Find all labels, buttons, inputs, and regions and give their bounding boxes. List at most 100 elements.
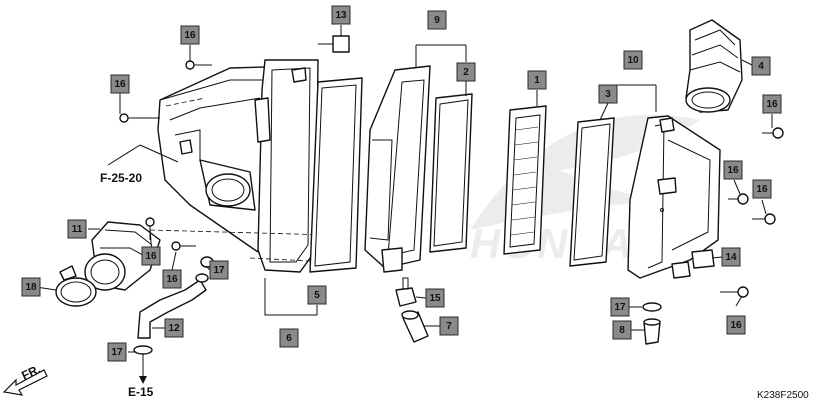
callout-box bbox=[427, 10, 447, 30]
callout-number: 2 bbox=[463, 67, 469, 78]
callout-box bbox=[209, 260, 229, 280]
gasket-5 bbox=[309, 77, 363, 273]
callout-box bbox=[762, 94, 782, 114]
callout-box bbox=[723, 160, 743, 180]
callout-14: 14 bbox=[721, 247, 741, 267]
screw bbox=[119, 113, 160, 123]
air-cleaner-cover bbox=[627, 115, 721, 279]
callout-16: 16 bbox=[162, 269, 182, 289]
screw bbox=[171, 241, 196, 251]
callout-box bbox=[425, 288, 445, 308]
callout-17: 17 bbox=[209, 260, 229, 280]
callout-box bbox=[180, 25, 200, 45]
callout-number: 16 bbox=[730, 320, 742, 331]
callout-box bbox=[751, 56, 771, 76]
callout-box bbox=[752, 179, 772, 199]
callout-9: 9 bbox=[427, 10, 447, 30]
callout-number: 9 bbox=[434, 15, 440, 26]
callout-1: 1 bbox=[527, 70, 547, 90]
callout-number: 8 bbox=[619, 325, 625, 336]
callout-16: 16 bbox=[110, 74, 130, 94]
callout-18: 18 bbox=[21, 277, 41, 297]
callout-box bbox=[164, 318, 184, 338]
callout-number: 3 bbox=[605, 89, 611, 100]
callout-box bbox=[307, 285, 327, 305]
callout-number: 5 bbox=[314, 290, 320, 301]
callout-6: 6 bbox=[279, 328, 299, 348]
callout-number: 15 bbox=[429, 293, 441, 304]
callout-number: 16 bbox=[166, 274, 178, 285]
callout-number: 4 bbox=[758, 61, 764, 72]
gasket-2 bbox=[429, 93, 473, 253]
air-duct bbox=[685, 19, 743, 113]
screw bbox=[728, 193, 749, 205]
leader-dash bbox=[165, 97, 206, 107]
clip bbox=[133, 345, 153, 355]
drain-plug bbox=[643, 318, 661, 345]
arrow-e15 bbox=[139, 376, 147, 384]
screw bbox=[185, 60, 212, 70]
callout-box bbox=[439, 316, 459, 336]
callout-box bbox=[279, 328, 299, 348]
callout-16: 16 bbox=[180, 25, 200, 45]
callout-7: 7 bbox=[439, 316, 459, 336]
callout-number: 17 bbox=[614, 302, 626, 313]
callout-3: 3 bbox=[598, 84, 618, 104]
callout-box bbox=[623, 50, 643, 70]
callout-box bbox=[107, 342, 127, 362]
callout-5: 5 bbox=[307, 285, 327, 305]
callout-16: 16 bbox=[752, 179, 772, 199]
engine-reference: E-15 bbox=[128, 385, 154, 399]
callout-box bbox=[527, 70, 547, 90]
leaders bbox=[35, 25, 773, 353]
callout-15: 15 bbox=[425, 288, 445, 308]
callout-box bbox=[612, 320, 632, 340]
sensor-15 bbox=[395, 277, 417, 307]
drain-tube bbox=[137, 273, 209, 339]
drawing-code: K238F2500 bbox=[757, 390, 809, 401]
gasket-3 bbox=[569, 117, 615, 267]
clip bbox=[642, 302, 662, 312]
callout-box bbox=[21, 277, 41, 297]
leader-dash bbox=[149, 229, 331, 236]
callout-box bbox=[141, 246, 161, 266]
bolt-13 bbox=[318, 35, 350, 53]
callout-2: 2 bbox=[456, 62, 476, 82]
callout-number: 6 bbox=[286, 333, 292, 344]
callout-number: 16 bbox=[756, 184, 768, 195]
callout-16: 16 bbox=[723, 160, 743, 180]
callout-13: 13 bbox=[331, 5, 351, 25]
callout-number: 11 bbox=[72, 224, 83, 235]
callout-number: 16 bbox=[727, 165, 739, 176]
callout-box bbox=[610, 297, 630, 317]
callout-4: 4 bbox=[751, 56, 771, 76]
callout-box bbox=[67, 219, 87, 239]
callout-number: 12 bbox=[168, 323, 180, 334]
callout-17: 17 bbox=[107, 342, 127, 362]
callout-17: 17 bbox=[610, 297, 630, 317]
callout-number: 16 bbox=[114, 79, 126, 90]
screw bbox=[762, 127, 784, 139]
callout-16: 16 bbox=[141, 246, 161, 266]
callout-number: 10 bbox=[627, 55, 639, 66]
callout-number: 7 bbox=[446, 321, 452, 332]
callout-number: 1 bbox=[534, 75, 540, 86]
callout-box bbox=[162, 269, 182, 289]
callout-number: 16 bbox=[145, 251, 157, 262]
connecting-tube bbox=[84, 221, 161, 291]
callout-10: 10 bbox=[623, 50, 643, 70]
callout-number: 17 bbox=[111, 347, 123, 358]
callout-16: 16 bbox=[726, 315, 746, 335]
callout-12: 12 bbox=[164, 318, 184, 338]
air-cleaner-case bbox=[157, 59, 319, 273]
watermark-text: HONDA bbox=[470, 220, 634, 267]
callout-number: 16 bbox=[766, 99, 778, 110]
callout-number: 13 bbox=[335, 10, 347, 21]
callout-8: 8 bbox=[612, 320, 632, 340]
callout-number: 18 bbox=[25, 282, 37, 293]
callout-number: 14 bbox=[725, 252, 737, 263]
frame-reference: F-25-20 bbox=[100, 171, 142, 185]
